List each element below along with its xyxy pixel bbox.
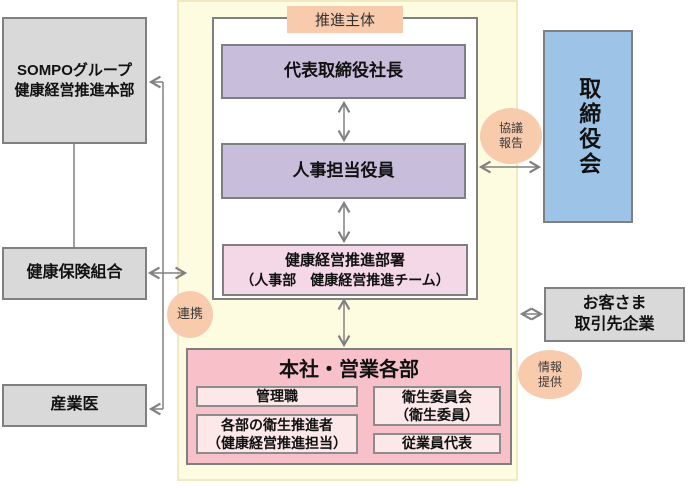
consult-report-line2: 報告 <box>498 136 523 150</box>
customers-line1: お客さま <box>582 294 647 312</box>
info-provision-line1: 情報 <box>537 359 562 374</box>
promotion-panel-label: 推進主体 <box>287 6 403 33</box>
consult-report-badge: 協議 報告 <box>480 108 542 164</box>
info-provision-line2: 提供 <box>537 374 562 389</box>
employee-representative-box: 従業員代表 <box>373 433 501 454</box>
info-provision-badge: 情報 提供 <box>518 350 582 399</box>
hr-officer-label: 人事担当役員 <box>292 160 395 180</box>
occupational-doctor-label: 産業医 <box>50 396 99 414</box>
customers-line2: 取引先企業 <box>574 315 655 333</box>
board-of-directors-label: 取締役会 <box>576 76 602 177</box>
sompo-hq-box: SOMPOグループ 健康経営推進本部 <box>2 17 147 144</box>
promotion-dept-line1: 健康経営推進部署 <box>284 252 405 270</box>
sompo-hq-line1: SOMPOグループ <box>17 62 132 79</box>
hygiene-promoters-line1: 各部の衛生推進者 <box>221 416 333 433</box>
cooperation-badge: 連携 <box>167 291 213 338</box>
promotion-dept-box: 健康経営推進部署 （人事部 健康経営推進チーム） <box>222 244 468 296</box>
hygiene-committee-line1: 衛生委員会 <box>402 388 472 405</box>
headquarters-title: 本社・営業各部 <box>279 358 419 381</box>
customers-box: お客さま 取引先企業 <box>544 287 685 342</box>
board-of-directors-box: 取締役会 <box>543 30 633 223</box>
health-insurance-box: 健康保険組合 <box>2 247 147 300</box>
hr-officer-box: 人事担当役員 <box>221 143 466 199</box>
hygiene-committee-line2: （衛生委員） <box>395 407 479 423</box>
managers-label: 管理職 <box>256 388 298 405</box>
ceo-label: 代表取締役社長 <box>284 61 403 81</box>
ceo-box: 代表取締役社長 <box>221 44 466 99</box>
promotion-dept-line2: （人事部 健康経営推進チーム） <box>240 271 450 288</box>
hygiene-promoters-line2: （健康経営推進担当） <box>207 435 347 451</box>
consult-report-line1: 協議 <box>498 121 523 135</box>
managers-box: 管理職 <box>196 386 358 407</box>
employee-representative-label: 従業員代表 <box>402 435 472 452</box>
hygiene-committee-box: 衛生委員会 （衛生委員） <box>373 386 501 426</box>
cooperation-label: 連携 <box>176 306 203 322</box>
sompo-hq-line2: 健康経営推進本部 <box>14 81 135 99</box>
health-insurance-label: 健康保険組合 <box>26 264 123 282</box>
occupational-doctor-box: 産業医 <box>2 384 147 427</box>
hygiene-promoters-box: 各部の衛生推進者 （健康経営推進担当） <box>196 414 358 454</box>
